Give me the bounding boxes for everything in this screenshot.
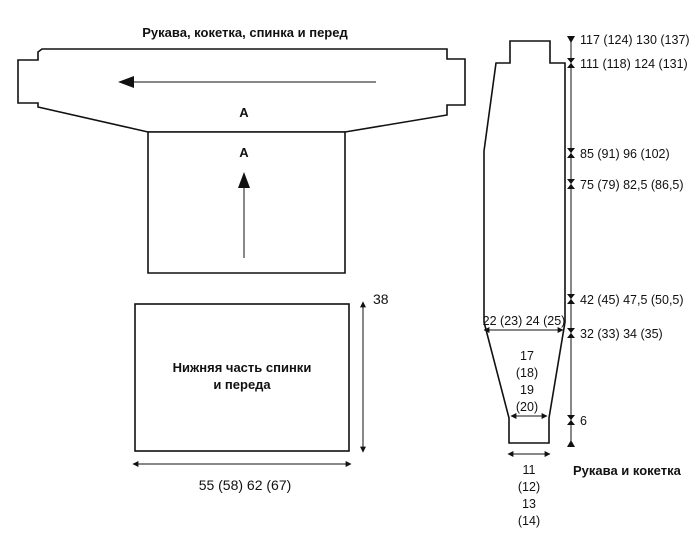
tick-32-icon [567, 328, 575, 338]
front-back-upper-panel [147, 131, 346, 274]
tick-117-icon [567, 36, 575, 43]
tick-75-icon [567, 179, 575, 189]
sleeve-cuff-1: 11 [523, 463, 536, 477]
arrowhead-up-icon [238, 172, 250, 188]
sleeve-cuff-2: (12) [518, 480, 540, 494]
arrowhead-left-icon [118, 76, 134, 88]
sleeve-outline [483, 40, 566, 444]
sleeve-cuff-4: (14) [518, 514, 540, 528]
front-back-title: Рукава, кокетка, спинка и перед [142, 25, 348, 40]
tick-42-icon [567, 294, 575, 304]
height-85: 85 (91) 96 (102) [580, 147, 670, 161]
height-117: 117 (124) 130 (137) [580, 33, 690, 47]
lower-panel [134, 303, 350, 452]
height-42: 42 (45) 47,5 (50,5) [580, 293, 684, 307]
height-75: 75 (79) 82,5 (86,5) [580, 178, 684, 192]
lower-height-value: 38 [373, 291, 389, 307]
sleeve-width-lower-3: 19 [520, 383, 534, 397]
sleeve-width-upper-value: 22 (23) 24 (25) [483, 314, 566, 328]
lower-label-line2: и переда [213, 377, 271, 392]
sleeve-cuff-3: 13 [522, 497, 536, 511]
mark-a-bottom: А [239, 145, 249, 160]
tick-6-icon [567, 415, 575, 425]
tick-111-icon [567, 58, 575, 68]
lower-width-value: 55 (58) 62 (67) [199, 477, 292, 493]
height-32: 32 (33) 34 (35) [580, 327, 663, 341]
height-ticks [567, 36, 575, 447]
sleeve-width-lower-1: 17 [520, 349, 534, 363]
sleeve-label: Рукава и кокетка [573, 463, 682, 478]
sleeve-width-lower-4: (20) [516, 400, 538, 414]
tick-85-icon [567, 148, 575, 158]
mark-a-top: А [239, 105, 249, 120]
lower-label-line1: Нижняя часть спинки [173, 360, 312, 375]
sleeve-width-lower-2: (18) [516, 366, 538, 380]
tick-bottom-icon [567, 440, 575, 447]
height-111: 111 (118) 124 (131) [580, 57, 688, 71]
height-6: 6 [580, 414, 587, 428]
